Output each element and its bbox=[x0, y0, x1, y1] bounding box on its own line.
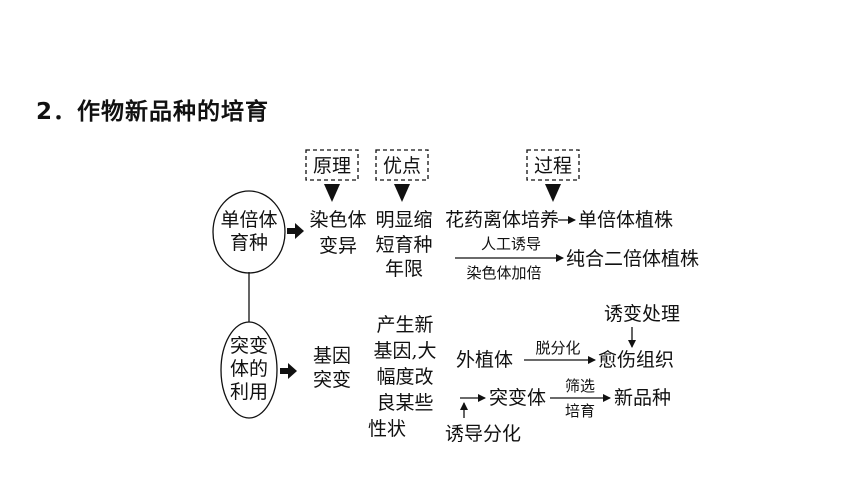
mutagenesis-treatment-text: 诱变处理 bbox=[604, 303, 680, 325]
svg-text:利用: 利用 bbox=[230, 381, 268, 403]
principle-label-box: 原理 bbox=[305, 149, 359, 181]
haploid-advantage-line2: 短育种 bbox=[375, 234, 432, 256]
artificial-induction-text: 人工诱导 bbox=[481, 235, 541, 253]
mutant-text: 突变体 bbox=[489, 387, 546, 409]
explant-text: 外植体 bbox=[456, 349, 513, 371]
mutant-utilization-node: 突变 体的 利用 bbox=[220, 321, 278, 419]
advantage-label-box: 优点 bbox=[375, 149, 429, 181]
induced-differentiation-text: 诱导分化 bbox=[445, 423, 521, 445]
new-variety-text: 新品种 bbox=[614, 387, 671, 409]
principle-down-arrow bbox=[324, 184, 340, 202]
mutant-principle-line1: 基因 bbox=[313, 345, 351, 367]
mutant-principle-line2: 突变 bbox=[313, 369, 351, 391]
process-down-arrow bbox=[545, 184, 561, 202]
mutant-advantage-line5: 性状 bbox=[368, 418, 406, 440]
dedifferentiation-text: 脱分化 bbox=[535, 339, 580, 357]
advantage-down-arrow bbox=[394, 184, 410, 202]
section-heading: 2．作物新品种的培育 bbox=[36, 99, 270, 125]
haploid-advantage-line1: 明显缩 bbox=[375, 209, 432, 231]
callus-text: 愈伤组织 bbox=[598, 349, 674, 371]
screening-text: 筛选 bbox=[565, 377, 595, 395]
svg-text:单倍体: 单倍体 bbox=[220, 209, 277, 231]
mutant-bold-arrow bbox=[280, 363, 297, 379]
svg-text:突变: 突变 bbox=[230, 335, 268, 357]
haploid-breeding-node: 单倍体 育种 bbox=[212, 190, 286, 274]
mutant-advantage-line1: 产生新 bbox=[376, 314, 433, 336]
haploid-principle-line2: 变异 bbox=[319, 235, 357, 257]
haploid-advantage-line3: 年限 bbox=[385, 258, 423, 280]
haploid-plant-text: 单倍体植株 bbox=[578, 209, 673, 231]
cultivation-text: 培育 bbox=[565, 402, 595, 420]
advantage-label: 优点 bbox=[383, 155, 421, 177]
haploid-principle-line1: 染色体 bbox=[309, 209, 366, 231]
process-label-box: 过程 bbox=[526, 149, 580, 181]
mutant-advantage-line2: 基因,大 bbox=[373, 340, 436, 362]
svg-text:体的: 体的 bbox=[230, 358, 268, 380]
homozygous-diploid-text: 纯合二倍体植株 bbox=[566, 248, 699, 270]
mutant-advantage-line4: 良某些 bbox=[376, 392, 433, 414]
anther-culture-text: 花药离体培养 bbox=[445, 209, 559, 231]
chromosome-doubling-text: 染色体加倍 bbox=[466, 264, 541, 282]
svg-text:育种: 育种 bbox=[230, 232, 268, 254]
process-label: 过程 bbox=[534, 155, 572, 177]
haploid-bold-arrow bbox=[287, 223, 304, 239]
principle-label: 原理 bbox=[313, 155, 351, 177]
mutant-advantage-line3: 幅度改 bbox=[376, 366, 433, 388]
